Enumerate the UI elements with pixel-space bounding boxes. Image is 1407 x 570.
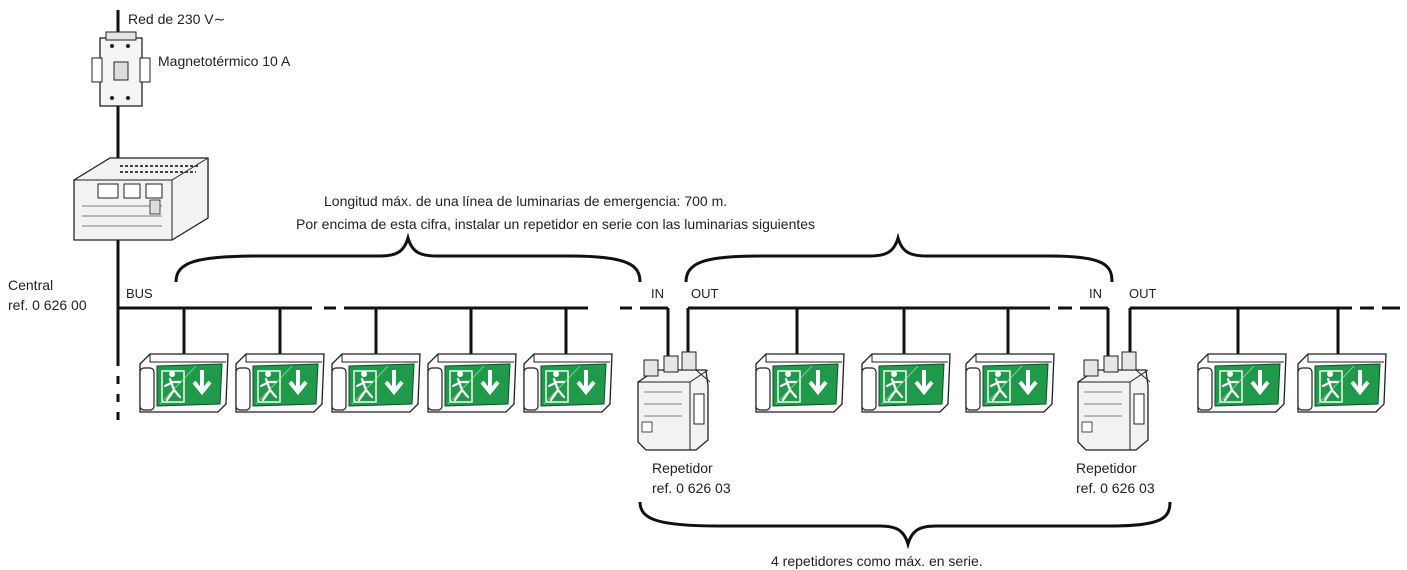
bus-label: BUS (126, 286, 153, 301)
note-line-2: Por encima de esta cifra, instalar un re… (296, 216, 816, 232)
exit-luminaire (330, 352, 422, 414)
central-unit-icon (73, 157, 209, 241)
out-label: OUT (1129, 286, 1157, 301)
exit-luminaire (1296, 352, 1388, 414)
central-label: Central (8, 277, 54, 293)
exit-luminaire (754, 352, 846, 414)
exit-luminaire (1196, 352, 1288, 414)
mains-label: Red de 230 V∼ (128, 11, 226, 27)
breaker-label: Magnetotérmico 10 A (158, 53, 291, 69)
bottom-brace (638, 501, 1172, 550)
bottom-note: 4 repetidores como máx. en serie. (771, 553, 983, 569)
exit-luminaire (860, 352, 952, 414)
exit-luminaire (234, 352, 326, 414)
repeater-ref-label: ref. 0 626 03 (1076, 480, 1155, 496)
bus-line-2 (686, 306, 1110, 362)
in-label: IN (1089, 286, 1102, 301)
note-line-1: Longitud máx. de una línea de luminarias… (324, 193, 728, 209)
top-brace-1 (174, 232, 642, 283)
in-label: IN (651, 286, 664, 301)
repeater-module-icon (1077, 351, 1151, 451)
central-ref-label: ref. 0 626 00 (8, 297, 87, 313)
exit-luminaire (138, 352, 230, 414)
exit-luminaire (426, 352, 518, 414)
repeater-label: Repetidor (652, 460, 713, 476)
repeater-module-icon (637, 351, 711, 451)
exit-luminaire (522, 352, 614, 414)
exit-luminaire (964, 352, 1056, 414)
out-label: OUT (691, 286, 719, 301)
repeater-label: Repetidor (1076, 460, 1137, 476)
top-brace-2 (684, 232, 1114, 283)
breaker-icon (91, 31, 151, 107)
repeater-ref-label: ref. 0 626 03 (652, 480, 731, 496)
